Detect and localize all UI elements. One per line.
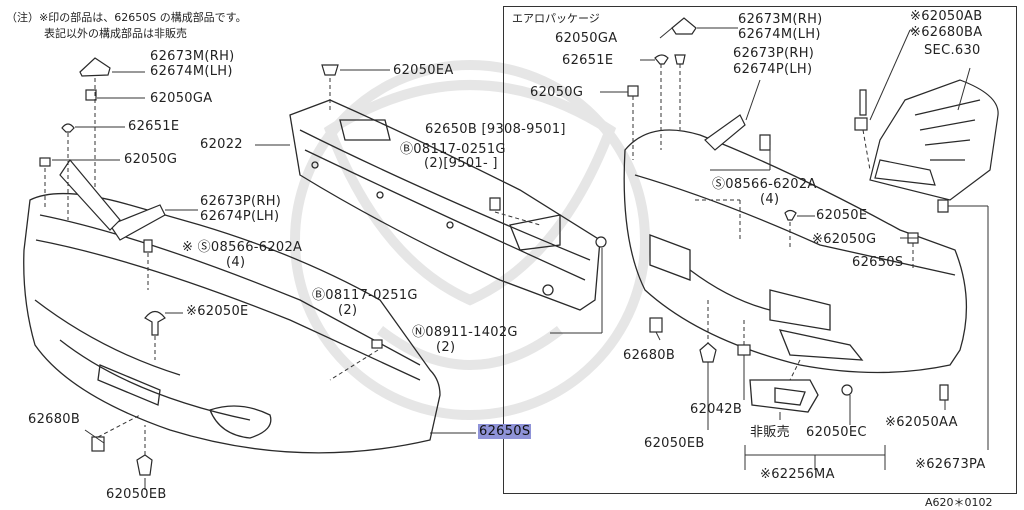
label-62673m-rh: 62673M(RH) [150,49,235,64]
r-label-62673m-rh: 62673M(RH) [738,12,823,27]
label-62050ea: 62050EA [393,63,454,78]
label-62674m-lh: 62674M(LH) [150,64,233,79]
leader-lines-right [600,27,989,470]
label-bolt-b-top: Ⓑ08117-0251G [400,142,506,157]
r-label-62050g2: ※62050G [812,232,877,247]
r-label-62674p-lh: 62674P(LH) [733,62,813,77]
label-screw-s-qty: (4) [226,255,246,270]
r-label-62050e: 62050E [816,208,868,223]
clip-parts-left [39,57,607,476]
r-label-sec630: SEC.630 [924,43,981,58]
r-label-62042b: 62042B [690,402,743,417]
r-label-62050ec: 62050EC [806,425,867,440]
front-bumper-fascia [23,192,441,454]
label-bolt-b-mid-qty: (2) [338,303,358,318]
fog-lamp-62256ma [749,379,819,413]
dashed-guides-left [44,78,541,455]
label-bolt-b-mid: Ⓑ08117-0251G [312,288,418,303]
inset-title: エアロパッケージ [512,12,600,25]
label-nut-n: Ⓝ08911-1402G [412,325,518,340]
label-62651e: 62651E [128,119,180,134]
bumper-reinforcement-62022 [289,99,601,311]
label-62680b: 62680B [28,412,81,427]
note-line-1: （注）※印の部品は、62650S の構成部品です。 [6,11,247,24]
r-label-62050aa: ※62050AA [885,415,958,430]
r-label-62674m-lh: 62674M(LH) [738,27,821,42]
r-label-62050ab: ※62050AB [910,9,983,24]
r-label-62680b: 62680B [623,348,676,363]
label-nut-n-qty: (2) [436,340,456,355]
aero-package-inset [503,6,1017,494]
r-label-62680ba: ※62680BA [910,25,983,40]
label-62050ga: 62050GA [150,91,213,106]
footer-code: A620＊0102 [925,496,993,509]
leader-lines-left [52,69,603,490]
r-label-62650s: 62650S [852,255,904,270]
label-62650b: 62650B [9308-9501] [425,122,566,137]
r-label-62651e: 62651E [562,53,614,68]
label-62050g: 62050G [124,152,178,167]
r-label-screw-s-qty: (4) [760,192,780,207]
dashed-guides-right [632,64,914,381]
label-bolt-b-top-qty: (2)[9501- ] [424,156,498,171]
label-screw-s: ※ Ⓢ08566-6202A [182,240,303,255]
label-62650s: 62650S [478,424,532,439]
r-label-62673pa: ※62673PA [915,457,986,472]
r-label-screw-s: Ⓢ08566-6202A [712,177,817,192]
label-62050e: ※62050E [186,304,249,319]
r-label-62050g: 62050G [530,85,584,100]
label-62650s-highlight: 62650S [478,424,532,439]
r-label-62050ga: 62050GA [555,31,618,46]
label-62673p-rh: 62673P(RH) [200,194,282,209]
r-label-62050eb: 62050EB [644,436,705,451]
label-62050eb: 62050EB [106,487,167,502]
r-label-62256ma: ※62256MA [760,467,835,482]
label-62022: 62022 [200,137,243,152]
r-label-hihanbai: 非販売 [750,425,790,440]
watermark-emblem [290,60,650,420]
label-62674p-lh: 62674P(LH) [200,209,280,224]
note-line-2: 表記以外の構成部品は非販売 [44,27,187,40]
clip-parts-right [627,17,949,401]
aero-bumper-fascia [623,129,968,374]
r-label-62673p-rh: 62673P(RH) [733,46,815,61]
